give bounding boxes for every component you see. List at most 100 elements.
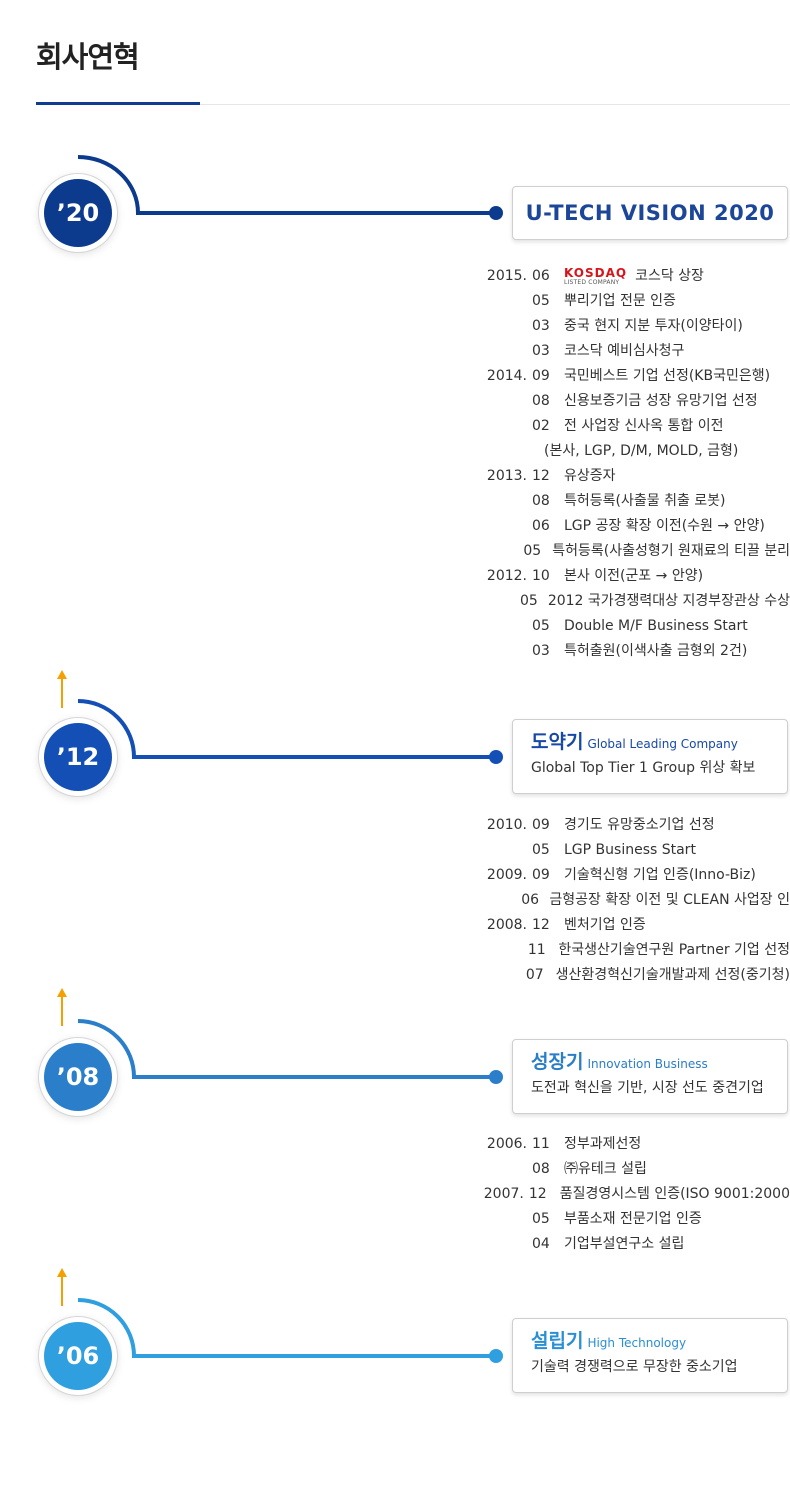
page-title: 회사연혁 xyxy=(36,40,140,74)
year-circle-2020: ’20 xyxy=(44,179,112,247)
history-text: 전 사업장 신사옥 통합 이전 xyxy=(564,418,724,434)
history-item: 07 생산환경혁신기술개발과제 선정(중기청) xyxy=(466,963,790,988)
history-month: 11 xyxy=(527,942,546,958)
year-circle-2008: ’08 xyxy=(44,1043,112,1111)
era-description: 도전과 혁신을 기반, 시장 선도 중견기업 xyxy=(531,1080,764,1096)
era-description: 기술력 경쟁력으로 무장한 중소기업 xyxy=(531,1359,738,1375)
vision-title: U-TECH VISION 2020 xyxy=(525,201,775,225)
history-text: 코스닥 예비심사청구 xyxy=(564,343,685,359)
history-month: 12 xyxy=(528,1186,547,1202)
branch-2020 xyxy=(77,155,496,215)
history-month: 03 xyxy=(532,343,550,359)
era-name: 도약기 xyxy=(531,731,584,753)
history-month: 12 xyxy=(532,468,550,484)
history-month: 03 xyxy=(532,318,550,334)
history-text: (본사, LGP, D/M, MOLD, 금형) xyxy=(544,443,739,459)
history-month: 04 xyxy=(532,1236,550,1252)
history-text: 국민베스트 기업 선정(KB국민은행) xyxy=(564,368,771,384)
history-month: 06 xyxy=(532,268,550,284)
history-text: 본사 이전(군포 → 안양) xyxy=(564,568,704,584)
up-arrow-icon xyxy=(57,1268,67,1306)
history-text: 기술혁신형 기업 인증(Inno-Biz) xyxy=(564,867,756,883)
history-item: 2010. 09 경기도 유망중소기업 선정 xyxy=(466,813,790,838)
vision-box: U-TECH VISION 2020 xyxy=(512,186,788,240)
branch-2012 xyxy=(77,699,496,759)
history-text: LGP 공장 확장 이전(수원 → 안양) xyxy=(564,518,765,534)
history-item: 08 특허등록(사출물 취출 로봇) xyxy=(466,489,790,514)
era-name-en: Innovation Business xyxy=(587,1057,708,1071)
history-month: 09 xyxy=(532,817,550,833)
history-year: 2008. xyxy=(486,917,527,933)
history-month: 06 xyxy=(532,518,550,534)
history-text: 정부과제선정 xyxy=(564,1136,642,1152)
branch-dot-2020 xyxy=(489,206,503,220)
kosdaq-logo-sub: LISTED COMPANY xyxy=(564,278,620,286)
title-divider-accent xyxy=(36,102,200,105)
history-month: 05 xyxy=(532,293,550,309)
history-month: 09 xyxy=(532,867,550,883)
history-year: 2012. xyxy=(486,568,527,584)
history-text: 생산환경혁신기술개발과제 선정(중기청) xyxy=(555,967,790,983)
up-arrow-icon xyxy=(57,988,67,1026)
history-text: ㈜유테크 설립 xyxy=(564,1161,647,1177)
era-name-en: Global Leading Company xyxy=(587,737,738,751)
history-text: 특허등록(사출물 취출 로봇) xyxy=(564,493,726,509)
history-year: 2010. xyxy=(486,817,527,833)
year-circle-2012: ’12 xyxy=(44,723,112,791)
history-item: 05 LGP Business Start xyxy=(466,838,790,863)
history-list-2008-2010: 2010. 09 경기도 유망중소기업 선정 05 LGP Business Star… xyxy=(466,813,790,988)
history-text-label: 코스닥 상장 xyxy=(635,268,704,284)
history-text: LGP Business Start xyxy=(564,842,696,858)
history-month: 05 xyxy=(532,842,550,858)
history-month: 05 xyxy=(519,593,538,609)
branch-2008 xyxy=(77,1019,496,1079)
history-month: 07 xyxy=(525,967,544,983)
history-text: 벤처기업 인증 xyxy=(564,917,646,933)
history-year: 2006. xyxy=(486,1136,527,1152)
history-month: 08 xyxy=(532,393,550,409)
kosdaq-logo-main: KOSDAQ xyxy=(564,265,628,280)
history-text: Double M/F Business Start xyxy=(564,618,748,634)
history-item: 06 LGP 공장 확장 이전(수원 → 안양) xyxy=(466,514,790,539)
branch-dot-2006 xyxy=(489,1349,503,1363)
history-month: 08 xyxy=(532,493,550,509)
history-year: 2013. xyxy=(486,468,527,484)
era-name-en: High Technology xyxy=(587,1336,687,1350)
history-text: 경기도 유망중소기업 선정 xyxy=(564,817,715,833)
branch-dot-2012 xyxy=(489,750,503,764)
history-text: 기업부설연구소 설립 xyxy=(564,1236,685,1252)
history-text: 특허등록(사출성형기 원재료의 티끌 분리 xyxy=(552,543,790,559)
year-circle-2006: ’06 xyxy=(44,1322,112,1390)
history-year: 2007. xyxy=(483,1186,524,1202)
title-divider xyxy=(36,104,790,105)
history-month: 10 xyxy=(532,568,550,584)
era-name: 성장기 xyxy=(531,1051,584,1073)
branch-dot-2008 xyxy=(489,1070,503,1084)
branch-2006 xyxy=(77,1298,496,1358)
history-year: 2015. xyxy=(486,268,527,284)
history-item: (본사, LGP, D/M, MOLD, 금형) xyxy=(466,439,790,464)
